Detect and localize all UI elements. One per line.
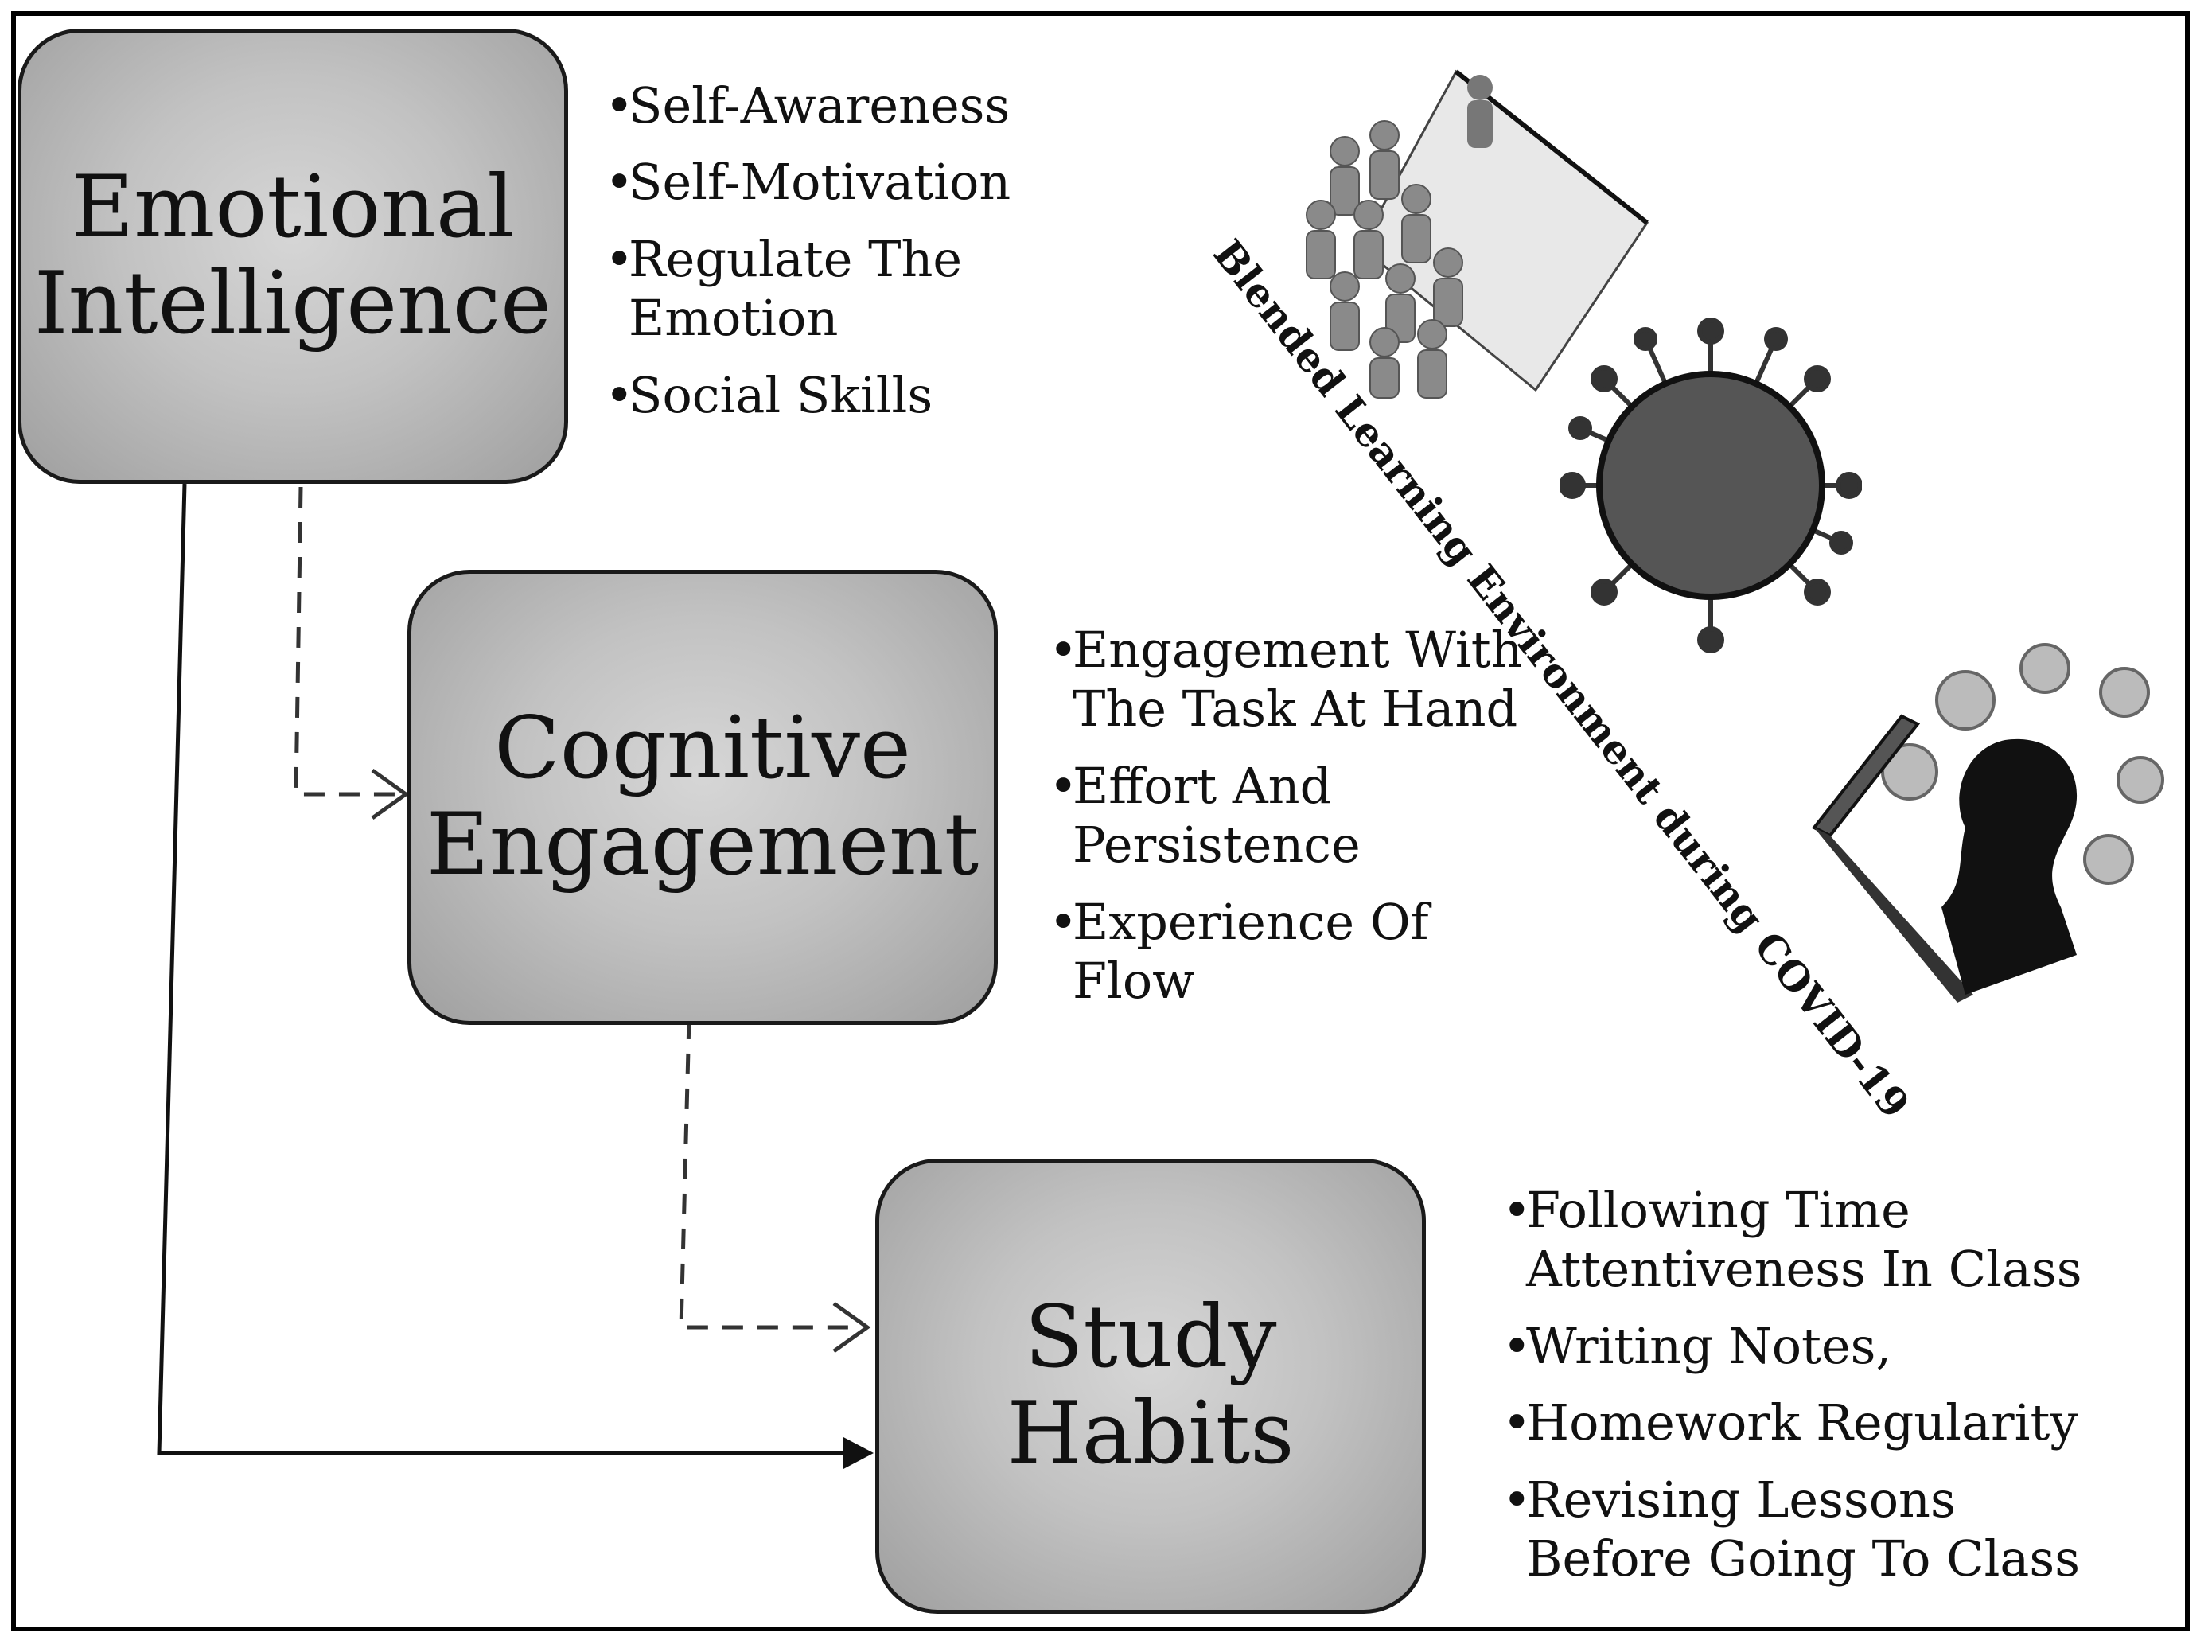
online-learning-laptop-icon — [1811, 643, 2164, 1003]
bullet-experience-flow: Experience Of Flow — [1049, 893, 1526, 1011]
study-habits-title: Study Habits — [1007, 1288, 1295, 1483]
cognitive-title-line1: Cognitive — [494, 699, 911, 799]
study-bullet-list: Following Time Attentiveness In Class Wr… — [1502, 1181, 2107, 1606]
bullet-revising-lessons: Revising Lessons Before Going To Class — [1502, 1471, 2107, 1589]
emotional-title-line2: Intelligence — [33, 254, 552, 353]
study-habits-box: Study Habits — [875, 1159, 1426, 1614]
study-title-line2: Habits — [1007, 1384, 1295, 1483]
coronavirus-icon — [1560, 318, 1862, 653]
dashed-arrow-ce-to-sh — [679, 1018, 859, 1330]
bullet-social-skills: Social Skills — [605, 366, 1018, 426]
dashed-arrowhead-sh — [832, 1301, 871, 1354]
cognitive-title-line2: Engagement — [426, 795, 979, 894]
dashed-arrowhead-ce — [371, 768, 410, 820]
bullet-engagement-task: Engagement With The Task At Hand — [1049, 621, 1526, 739]
bullet-homework-regularity: Homework Regularity — [1502, 1393, 2107, 1453]
bullet-regulate-emotion: Regulate The Emotion — [605, 230, 1018, 349]
solid-arrowhead — [843, 1437, 874, 1469]
emotional-title-line1: Emotional — [71, 158, 515, 258]
cognitive-bullet-list: Engagement With The Task At Hand Effort … — [1049, 621, 1526, 1028]
study-title-line1: Study — [1024, 1288, 1277, 1388]
dashed-arrow-ei-to-ce — [294, 486, 398, 797]
classroom-crowd-illustration-icon — [1306, 69, 1649, 399]
emotional-bullet-list: Self-Awareness Self-Motivation Regulate … — [605, 76, 1018, 442]
solid-arrow-ei-to-sh — [157, 483, 863, 1455]
bullet-writing-notes: Writing Notes, — [1502, 1317, 2107, 1377]
bullet-self-motivation: Self-Motivation — [605, 153, 1018, 212]
emotional-intelligence-box: Emotional Intelligence — [18, 29, 568, 484]
bullet-effort-persistence: Effort And Persistence — [1049, 757, 1526, 875]
bullet-self-awareness: Self-Awareness — [605, 76, 1018, 136]
cognitive-engagement-title: Cognitive Engagement — [426, 699, 979, 894]
bullet-following-time: Following Time Attentiveness In Class — [1502, 1181, 2107, 1299]
emotional-intelligence-title: Emotional Intelligence — [33, 158, 552, 353]
cognitive-engagement-box: Cognitive Engagement — [407, 570, 998, 1025]
